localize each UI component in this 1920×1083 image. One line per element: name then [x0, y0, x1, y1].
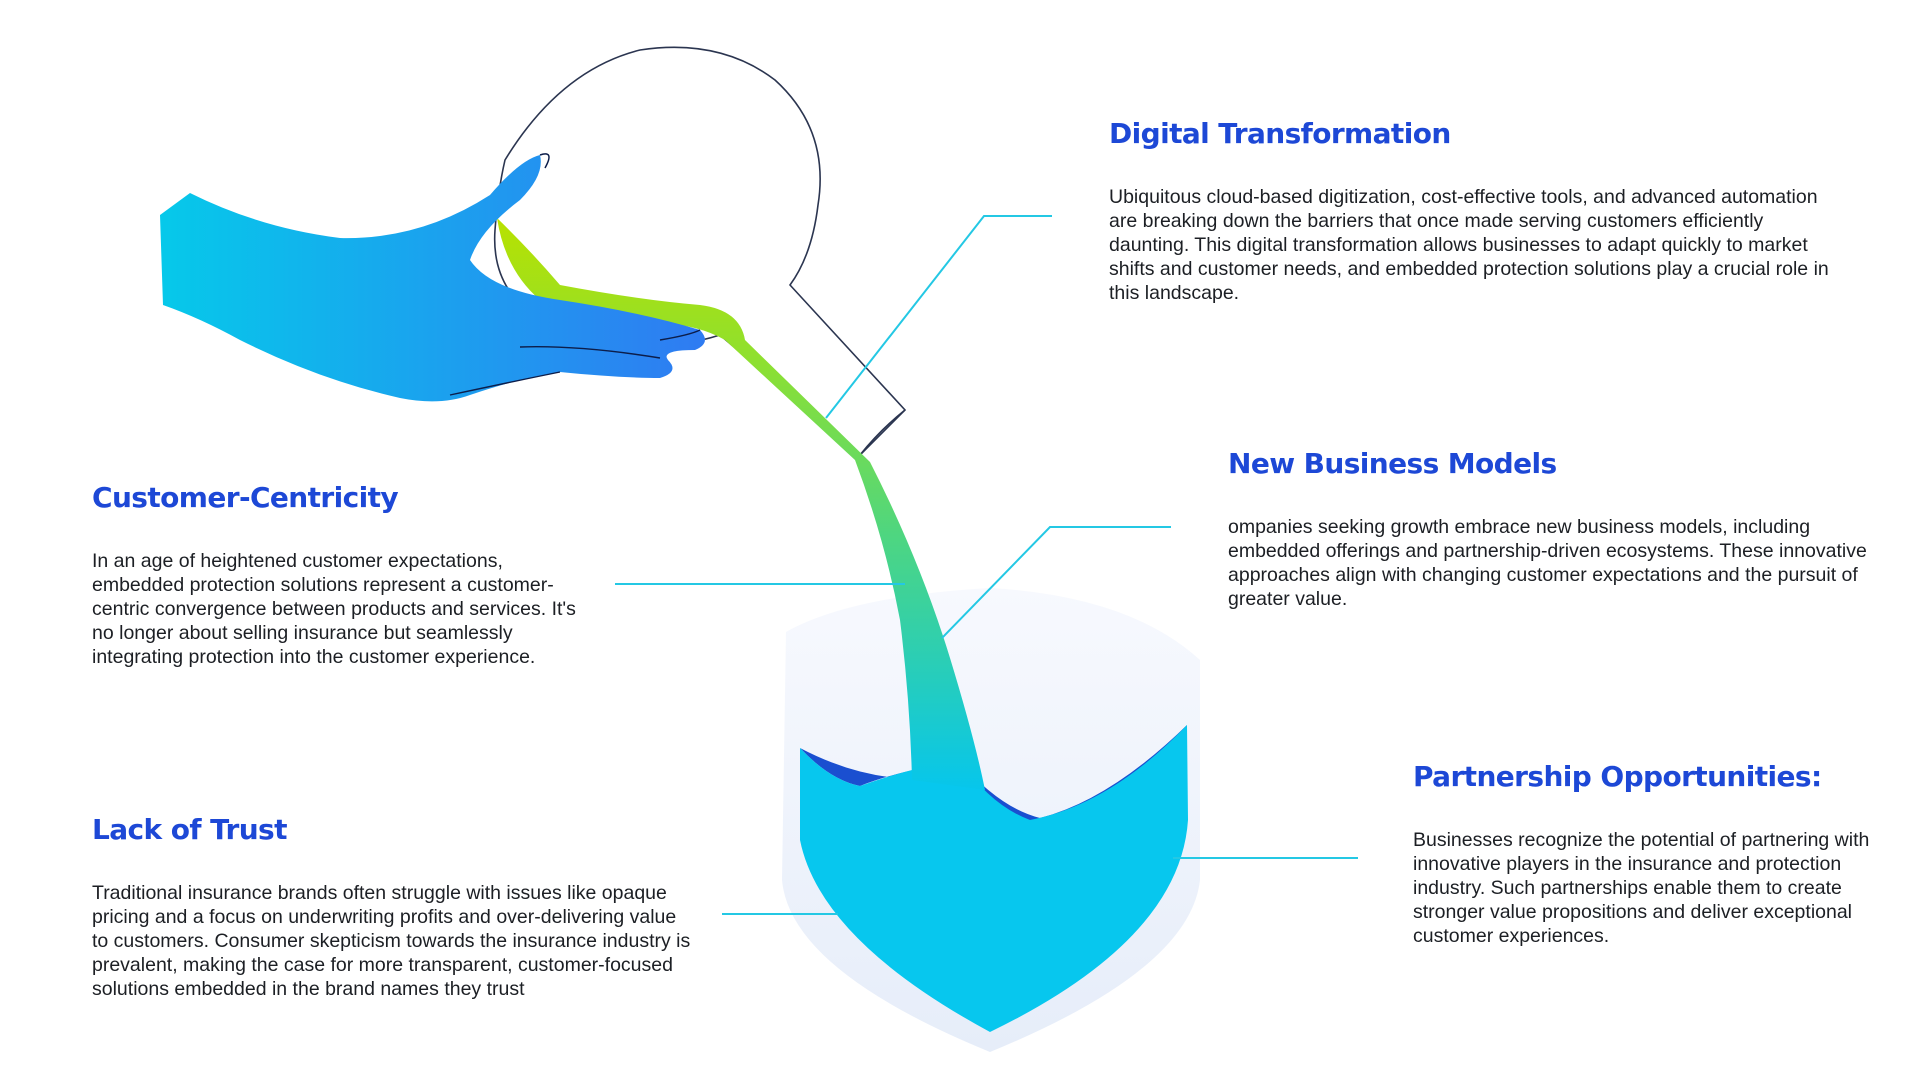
- section-lack-of-trust: Lack of Trust Traditional insurance bran…: [92, 813, 692, 1001]
- section-title: Customer-Centricity: [92, 481, 399, 514]
- section-title: Digital Transformation: [1109, 117, 1451, 150]
- connector-digital: [825, 215, 1052, 419]
- section-new-business-models: New Business Models ompanies seeking gro…: [1228, 447, 1878, 611]
- section-body: Traditional insurance brands often strug…: [92, 882, 691, 1000]
- connector-newbiz: [941, 526, 1171, 639]
- section-body: Businesses recognize the potential of pa…: [1413, 829, 1870, 947]
- section-body: ompanies seeking growth embrace new busi…: [1228, 516, 1867, 610]
- glass-icon: [493, 46, 907, 457]
- section-body: Ubiquitous cloud-based digitization, cos…: [1109, 186, 1829, 304]
- section-title: Lack of Trust: [92, 813, 287, 846]
- section-partnership-opportunities: Partnership Opportunities: Businesses re…: [1413, 760, 1873, 948]
- pouring-liquid: [497, 218, 985, 790]
- section-body: In an age of heightened customer expecta…: [92, 550, 576, 668]
- section-title: New Business Models: [1228, 447, 1557, 480]
- shield-icon: [800, 725, 1188, 1032]
- section-title: Partnership Opportunities:: [1413, 760, 1822, 793]
- hand-icon: [160, 153, 705, 402]
- section-customer-centricity: Customer-Centricity In an age of heighte…: [92, 481, 592, 669]
- section-digital-transformation: Digital Transformation Ubiquitous cloud-…: [1109, 117, 1829, 305]
